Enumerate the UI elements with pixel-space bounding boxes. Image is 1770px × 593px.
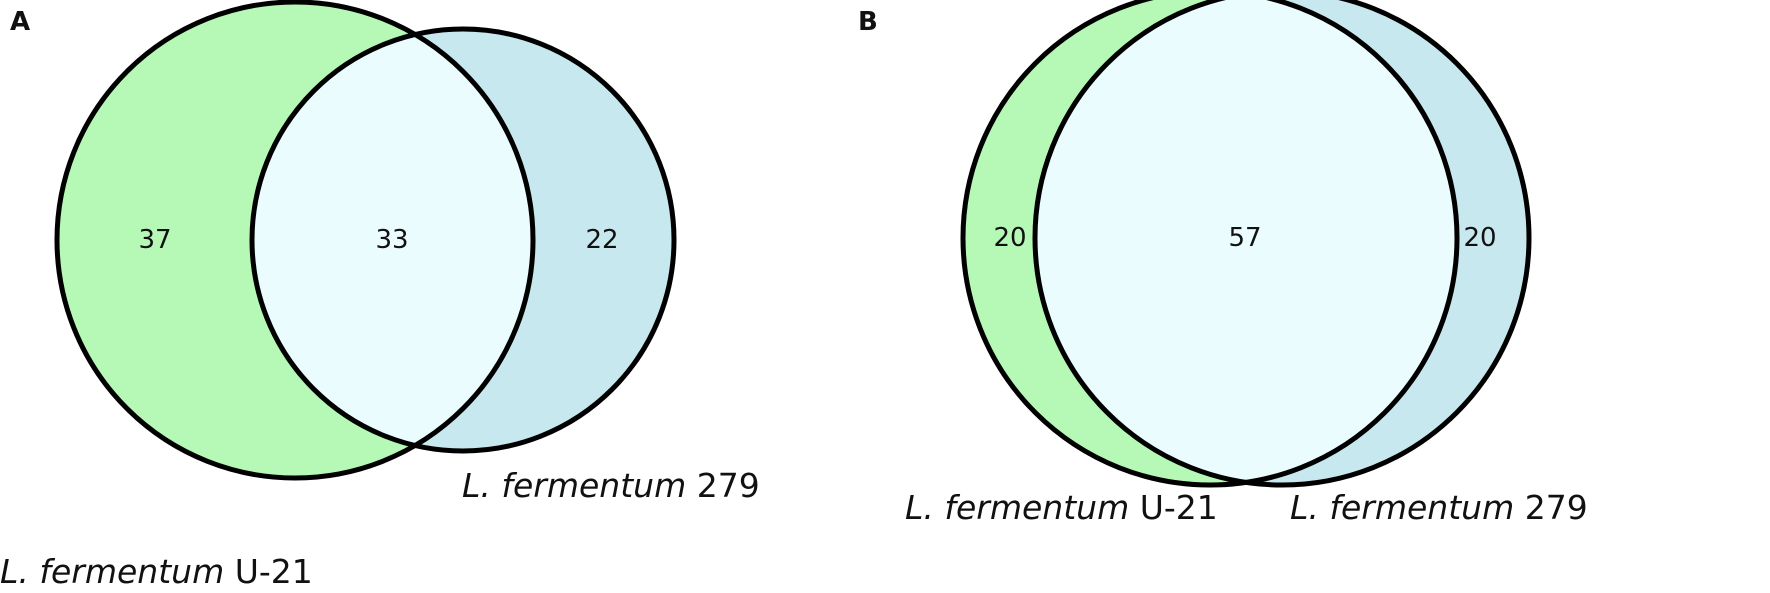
panel-b-intersection-count: 57 [1228,223,1261,253]
panel-b-set-b-label: L. fermentum 279 [1290,488,1588,527]
panel-a-set-b-label-strain: 279 [697,466,760,505]
panel-a-intersection-region [252,29,533,451]
panel-b-set-b-label-species: L. fermentum [1290,488,1514,527]
panel-b-set-a-only-count: 20 [993,223,1026,253]
panel-b-intersection-region [1035,0,1457,485]
panel-a: A 37 33 22 L. fermentum U-21 L. fermentu… [0,0,760,591]
panel-a-set-a-label: L. fermentum U-21 [0,552,313,591]
panel-a-set-a-label-species: L. fermentum [0,552,224,591]
panel-a-set-b-outline [249,26,677,454]
panel-a-set-a-only-count: 37 [138,225,171,255]
panel-a-set-b-only-count: 22 [585,225,618,255]
panel-b-set-a-label-strain: U-21 [1140,488,1218,527]
panel-a-set-a-label-strain: U-21 [235,552,313,591]
panel-b: B 20 57 20 L. fermentum U-21 L. fermentu… [858,0,1588,527]
panel-b-set-a-outline [960,0,1460,488]
panel-a-letter: A [10,7,30,37]
panel-b-set-b-outline [1032,0,1532,488]
panel-a-set-a-outline [54,0,536,481]
panel-b-set-a-label-species: L. fermentum [905,488,1129,527]
panel-b-set-a-label: L. fermentum U-21 [905,488,1218,527]
panel-a-set-b-label: L. fermentum 279 [462,466,760,505]
panel-b-letter: B [858,7,878,37]
panel-a-set-b-label-species: L. fermentum [462,466,686,505]
panel-b-set-b-label-strain: 279 [1525,488,1588,527]
panel-a-intersection-count: 33 [375,225,408,255]
panel-b-set-b-only-count: 20 [1463,223,1496,253]
